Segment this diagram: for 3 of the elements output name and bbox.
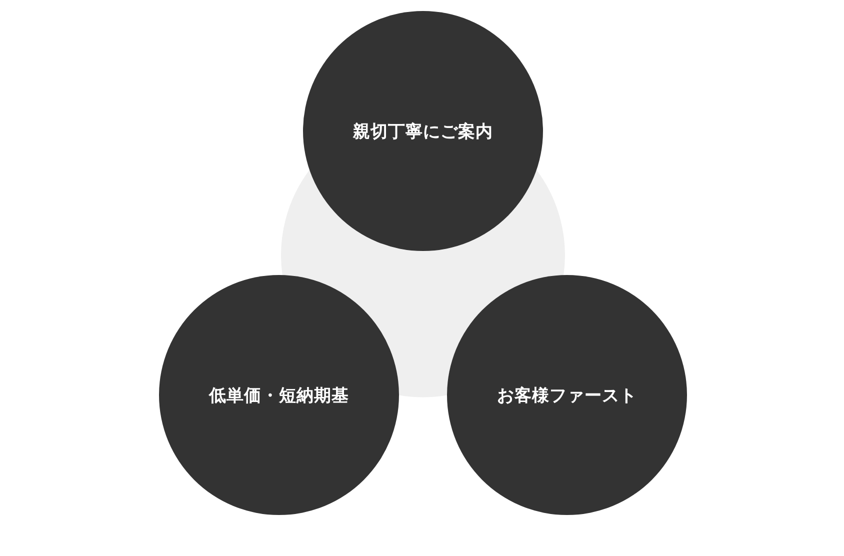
circle-label: 親切丁寧にご案内 [353, 120, 493, 142]
circle-label: お客様ファースト [497, 384, 637, 406]
circle-label: 低単価・短納期基 [209, 384, 349, 406]
